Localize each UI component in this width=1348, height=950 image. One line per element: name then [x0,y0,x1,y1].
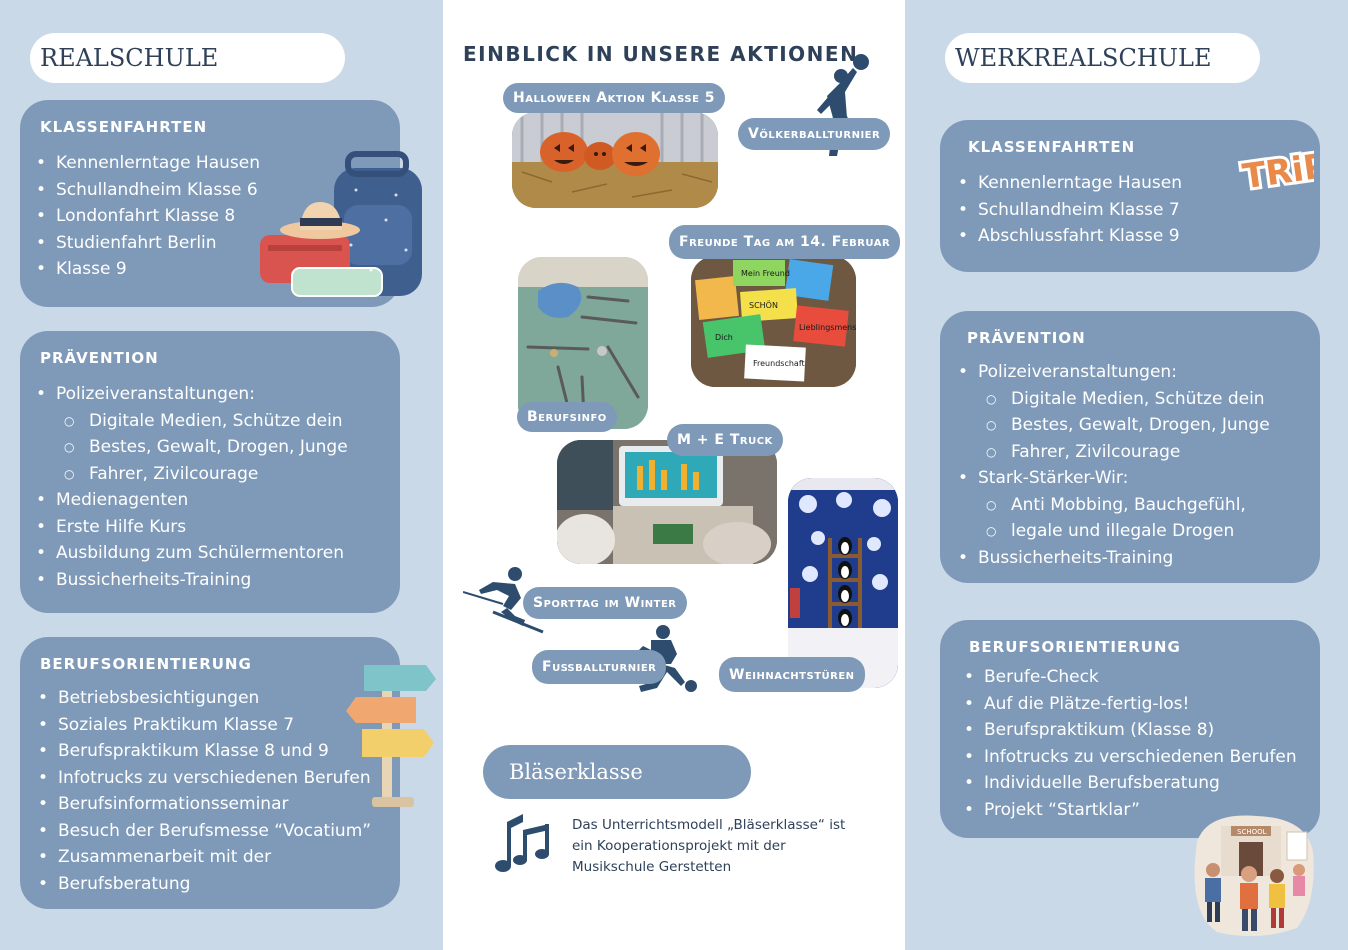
list-item: Polizeiveranstaltungen: [956,359,1270,386]
list-item-continuation: Berufsberatung [36,871,371,898]
list-item: Betriebsbesichtigungen [36,685,371,712]
w-praevention-card: PRÄVENTION Polizeiveranstaltungen: Digit… [940,311,1320,583]
list-item: Erste Hilfe Kurs [34,514,348,541]
list-item: Kennenlerntage Hausen [956,170,1182,197]
weihnacht-photo [788,478,898,688]
friend-card-text: Lieblingsmensch [799,323,856,332]
list-item: Polizeiveranstaltungen: [34,381,348,408]
school-sign-text: SCHOOL [1237,828,1267,836]
sub-list-item: Anti Mobbing, Bauchgefühl, [956,492,1270,519]
w-praevention-list: Polizeiveranstaltungen: Digitale Medien,… [956,359,1270,571]
list-item: Schullandheim Klasse 7 [956,197,1182,224]
berufsorientierung-list: Betriebsbesichtigungen Soziales Praktiku… [36,685,371,897]
truck-tag: M + E Truck [667,424,783,456]
list-item: Bussicherheits-Training [956,545,1270,572]
w-berufsorientierung-list: Berufe-Check Auf die Plätze-fertig-los! … [962,664,1297,823]
list-item: Londonfahrt Klasse 8 [34,203,260,230]
music-notes-icon [495,814,549,872]
friend-card-text: Mein Freund [741,269,790,278]
freunde-tag: Freunde Tag am 14. Februar [669,225,901,259]
list-item: Individuelle Berufsberatung [962,770,1297,797]
sub-list-item-continuation: Fahrer, Zivilcourage [34,461,348,488]
halloween-scene-icon [512,112,718,208]
luggage-icon [260,151,422,297]
list-item: Berufspraktikum Klasse 8 und 9 [36,738,371,765]
sub-list-item-continuation: Bestes, Gewalt, Drogen, Junge [34,434,348,461]
list-item: Schullandheim Klasse 6 [34,177,260,204]
realschule-column: REALSCHULE KLASSENFAHRTEN Kennenlerntage… [0,0,443,950]
list-item: Soziales Praktikum Klasse 7 [36,712,371,739]
list-item: Auf die Plätze-fertig-los! [962,691,1297,718]
friend-cards-icon: Mein Freund SCHÖN Dich Lieblingsmensch F… [691,256,856,387]
list-item: Zusammenarbeit mit der [36,844,371,871]
praevention-card: PRÄVENTION Polizeiveranstaltungen: Digit… [20,331,400,613]
sub-list-item-continuation: Bestes, Gewalt, Drogen, Junge [956,412,1270,439]
berufsorientierung-heading: BERUFSORIENTIERUNG [40,655,252,673]
fussball-tag: Fußballturnier [532,650,667,684]
truck-photo [557,440,777,564]
w-berufsorientierung-heading: BERUFSORIENTIERUNG [969,638,1181,656]
voelkerball-tag: Völkerballturnier [738,118,891,150]
list-item: Infotrucks zu verschiedenen Berufen [36,765,371,792]
list-item-continuation: Klasse 9 [34,256,260,283]
friend-card-text: Dich [715,333,733,342]
school-kids-icon: SCHOOL [1194,815,1314,937]
list-item: Medienagenten [34,487,348,514]
list-item: Projekt “Startklar” [962,797,1297,824]
list-item: Bussicherheits-Training [34,567,348,594]
truck-screen-icon [557,440,777,564]
w-berufsorientierung-card: BERUFSORIENTIERUNG Berufe-Check Auf die … [940,620,1320,838]
w-klassenfahrten-card: KLASSENFAHRTEN Kennenlerntage Hausen Sch… [940,120,1320,272]
list-item: Studienfahrt Berlin [34,230,260,257]
trip-sticker-icon: TRiP TRiP [1237,143,1314,196]
friend-card-text: Freundschaft [753,359,805,368]
praevention-list: Polizeiveranstaltungen: Digitale Medien,… [34,381,348,593]
list-item: Kennenlerntage Hausen [34,150,260,177]
w-klassenfahrten-list: Kennenlerntage Hausen Schullandheim Klas… [956,170,1182,250]
freunde-photo: Mein Freund SCHÖN Dich Lieblingsmensch F… [691,256,856,387]
blaeser-title-pill: Bläserklasse [483,745,751,799]
list-item: Ausbildung zum Schülermentoren [34,540,348,567]
sub-list-item: Digitale Medien, Schütze dein [956,386,1270,413]
friend-card-text: SCHÖN [749,300,778,310]
klassenfahrten-heading: KLASSENFAHRTEN [40,118,208,136]
werkrealschule-title: WERKREALSCHULE [945,33,1260,83]
list-item: Stark-Stärker-Wir: [956,465,1270,492]
list-item: Berufspraktikum (Klasse 8) [962,717,1297,744]
sub-list-item-continuation: Fahrer, Zivilcourage [956,439,1270,466]
halloween-tag: Halloween Aktion Klasse 5 [503,83,726,113]
trip-sticker-text: TRiP [1240,146,1314,196]
list-item: Besuch der Berufsmesse “Vocatium” [36,818,371,845]
list-item: Berufe-Check [962,664,1297,691]
berufsinfo-tag: Berufsinfo [517,402,617,432]
sub-list-item: Digitale Medien, Schütze dein [34,408,348,435]
aktionen-title: EINBLICK IN UNSERE AKTIONEN [463,42,859,66]
sporttag-tag: Sporttag im Winter [523,587,687,619]
w-praevention-heading: PRÄVENTION [967,329,1086,347]
werkrealschule-column: WERKREALSCHULE KLASSENFAHRTEN Kennenlern… [905,0,1348,950]
klassenfahrten-list: Kennenlerntage Hausen Schullandheim Klas… [34,150,260,283]
aktionen-column: EINBLICK IN UNSERE AKTIONEN [443,0,905,950]
list-item: Infotrucks zu verschiedenen Berufen [962,744,1297,771]
realschule-title: REALSCHULE [30,33,345,83]
weihnacht-tag: Weihnachtstüren [719,657,865,692]
berufsorientierung-card: BERUFSORIENTIERUNG Betriebsbesichtigunge… [20,637,436,909]
sub-list-item-continuation: legale und illegale Drogen [956,518,1270,545]
list-item: Abschlussfahrt Klasse 9 [956,223,1182,250]
w-klassenfahrten-heading: KLASSENFAHRTEN [968,138,1136,156]
praevention-heading: PRÄVENTION [40,349,159,367]
skier-icon [463,567,544,634]
halloween-photo [512,112,718,208]
klassenfahrten-card: KLASSENFAHRTEN Kennenlerntage Hausen Sch… [20,100,422,307]
blaeser-text: Das Unterrichtsmodell „Bläserklasse“ ist… [572,817,846,875]
list-item: Berufsinformationsseminar [36,791,371,818]
signpost-icon [346,665,436,807]
